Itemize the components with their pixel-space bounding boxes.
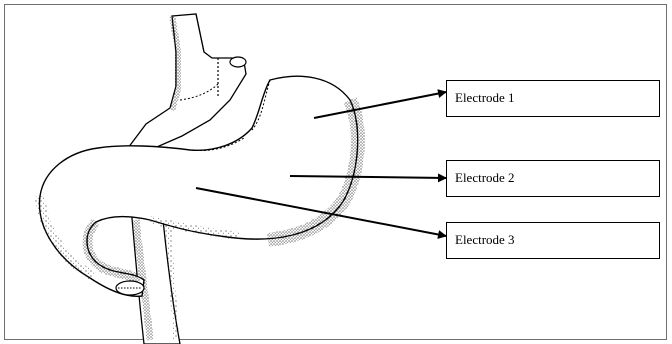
electrode-2-label: Electrode 2 [446,160,660,197]
electrode-1-label: Electrode 1 [446,80,660,117]
electrode-3-label: Electrode 3 [446,222,660,259]
esophagus [128,14,246,150]
